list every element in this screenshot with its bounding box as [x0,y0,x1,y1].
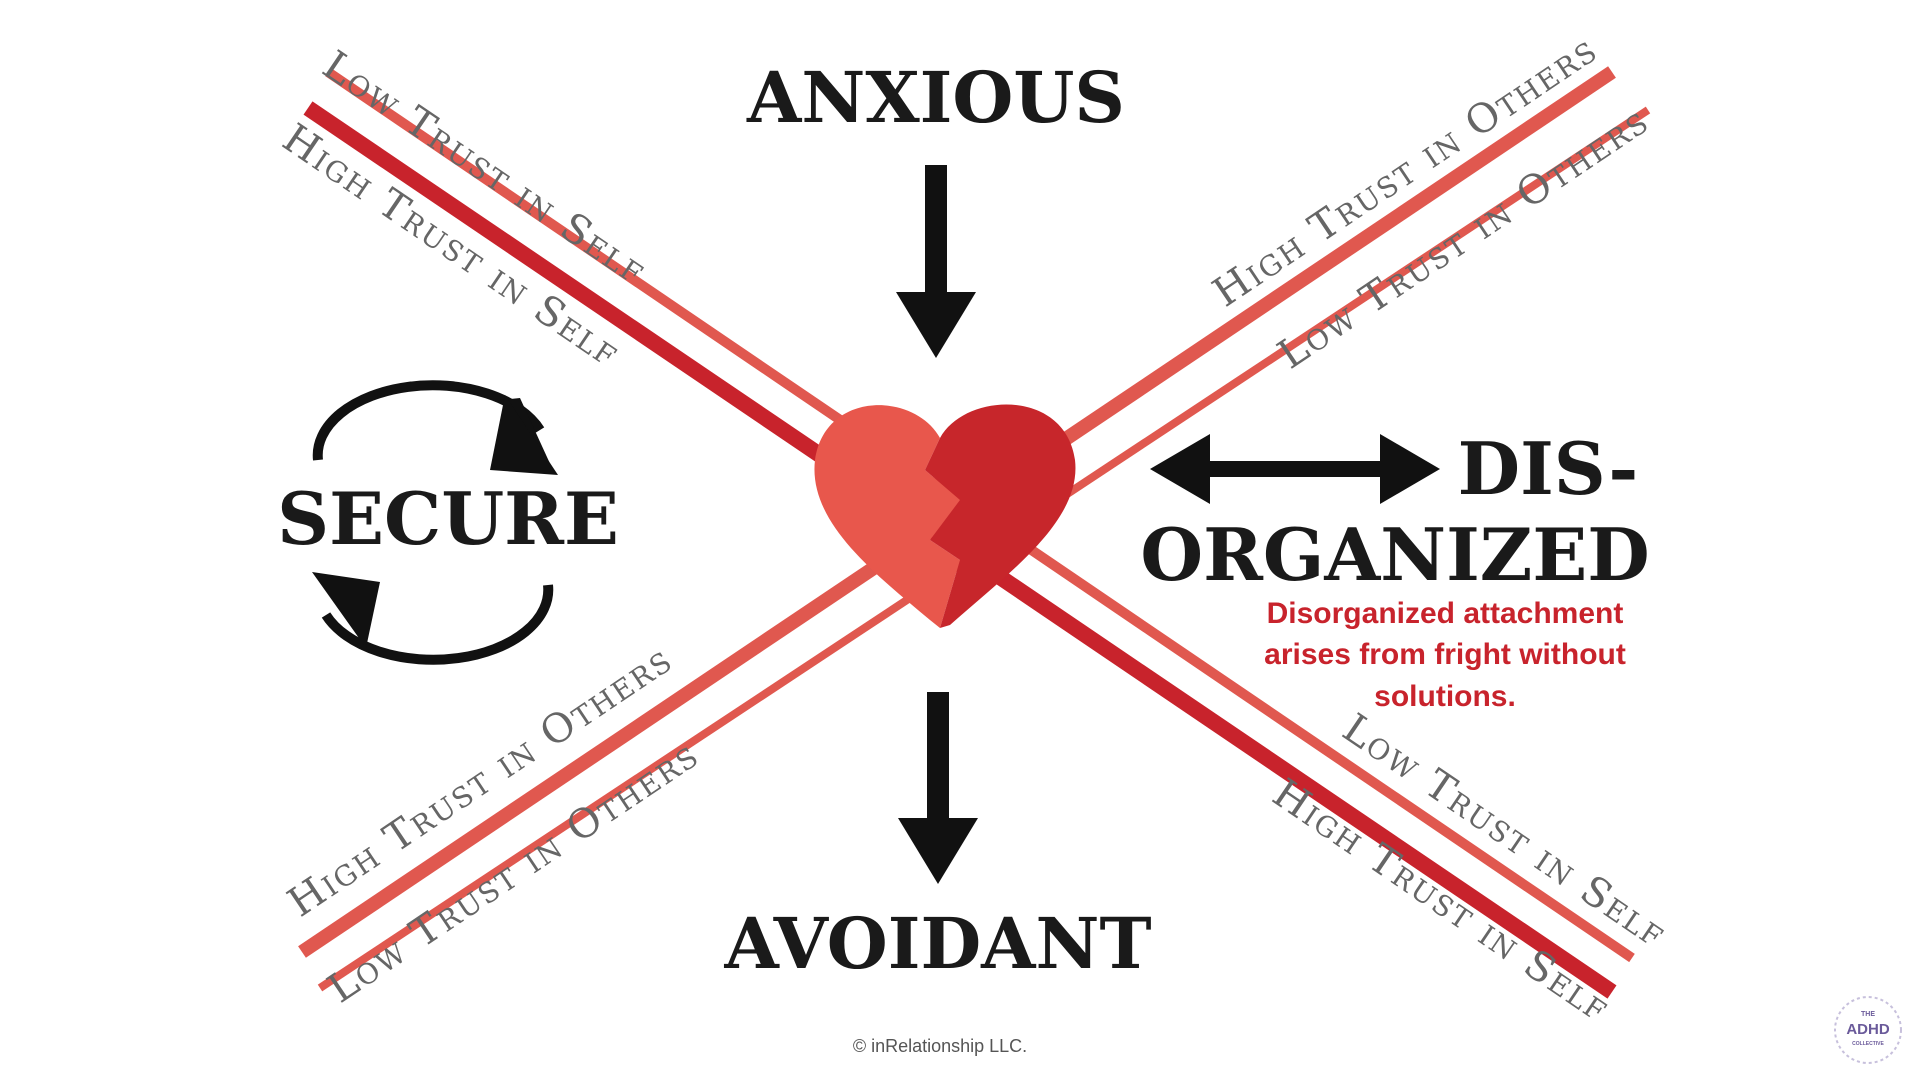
badge-bottom-text: COLLECTIVE [1852,1041,1884,1047]
note-line-3: solutions. [1374,680,1516,713]
avoidant-label: AVOIDANT [723,902,1151,985]
note-line-1: Disorganized attachment [1267,597,1624,630]
broken-heart-icon [814,404,1076,628]
badge-top-text: THE [1861,1011,1875,1018]
copyright-text: © inRelationship LLC. [853,1036,1027,1056]
heart-left-half [814,405,960,628]
disorganized-label-line1: DIS- [1458,426,1639,511]
arrow-down-icon [896,165,976,358]
arrow-down-icon [898,692,978,884]
disorganized-label-line2: ORGANIZED [1140,512,1649,597]
badge-circle [1834,996,1902,1064]
disorganized-note: Disorganized attachment arises from frig… [1264,597,1626,713]
heart-right-half [925,404,1076,628]
adhd-collective-badge: THE ADHD COLLECTIVE [1834,996,1902,1064]
note-line-2: arises from fright without [1264,638,1626,671]
secure-label: SECURE [277,476,619,561]
anxious-label: ANXIOUS [746,56,1125,139]
badge-main-text: ADHD [1846,1021,1889,1038]
double-arrow-icon [1150,434,1440,504]
cycle-arrows-icon [312,380,558,665]
